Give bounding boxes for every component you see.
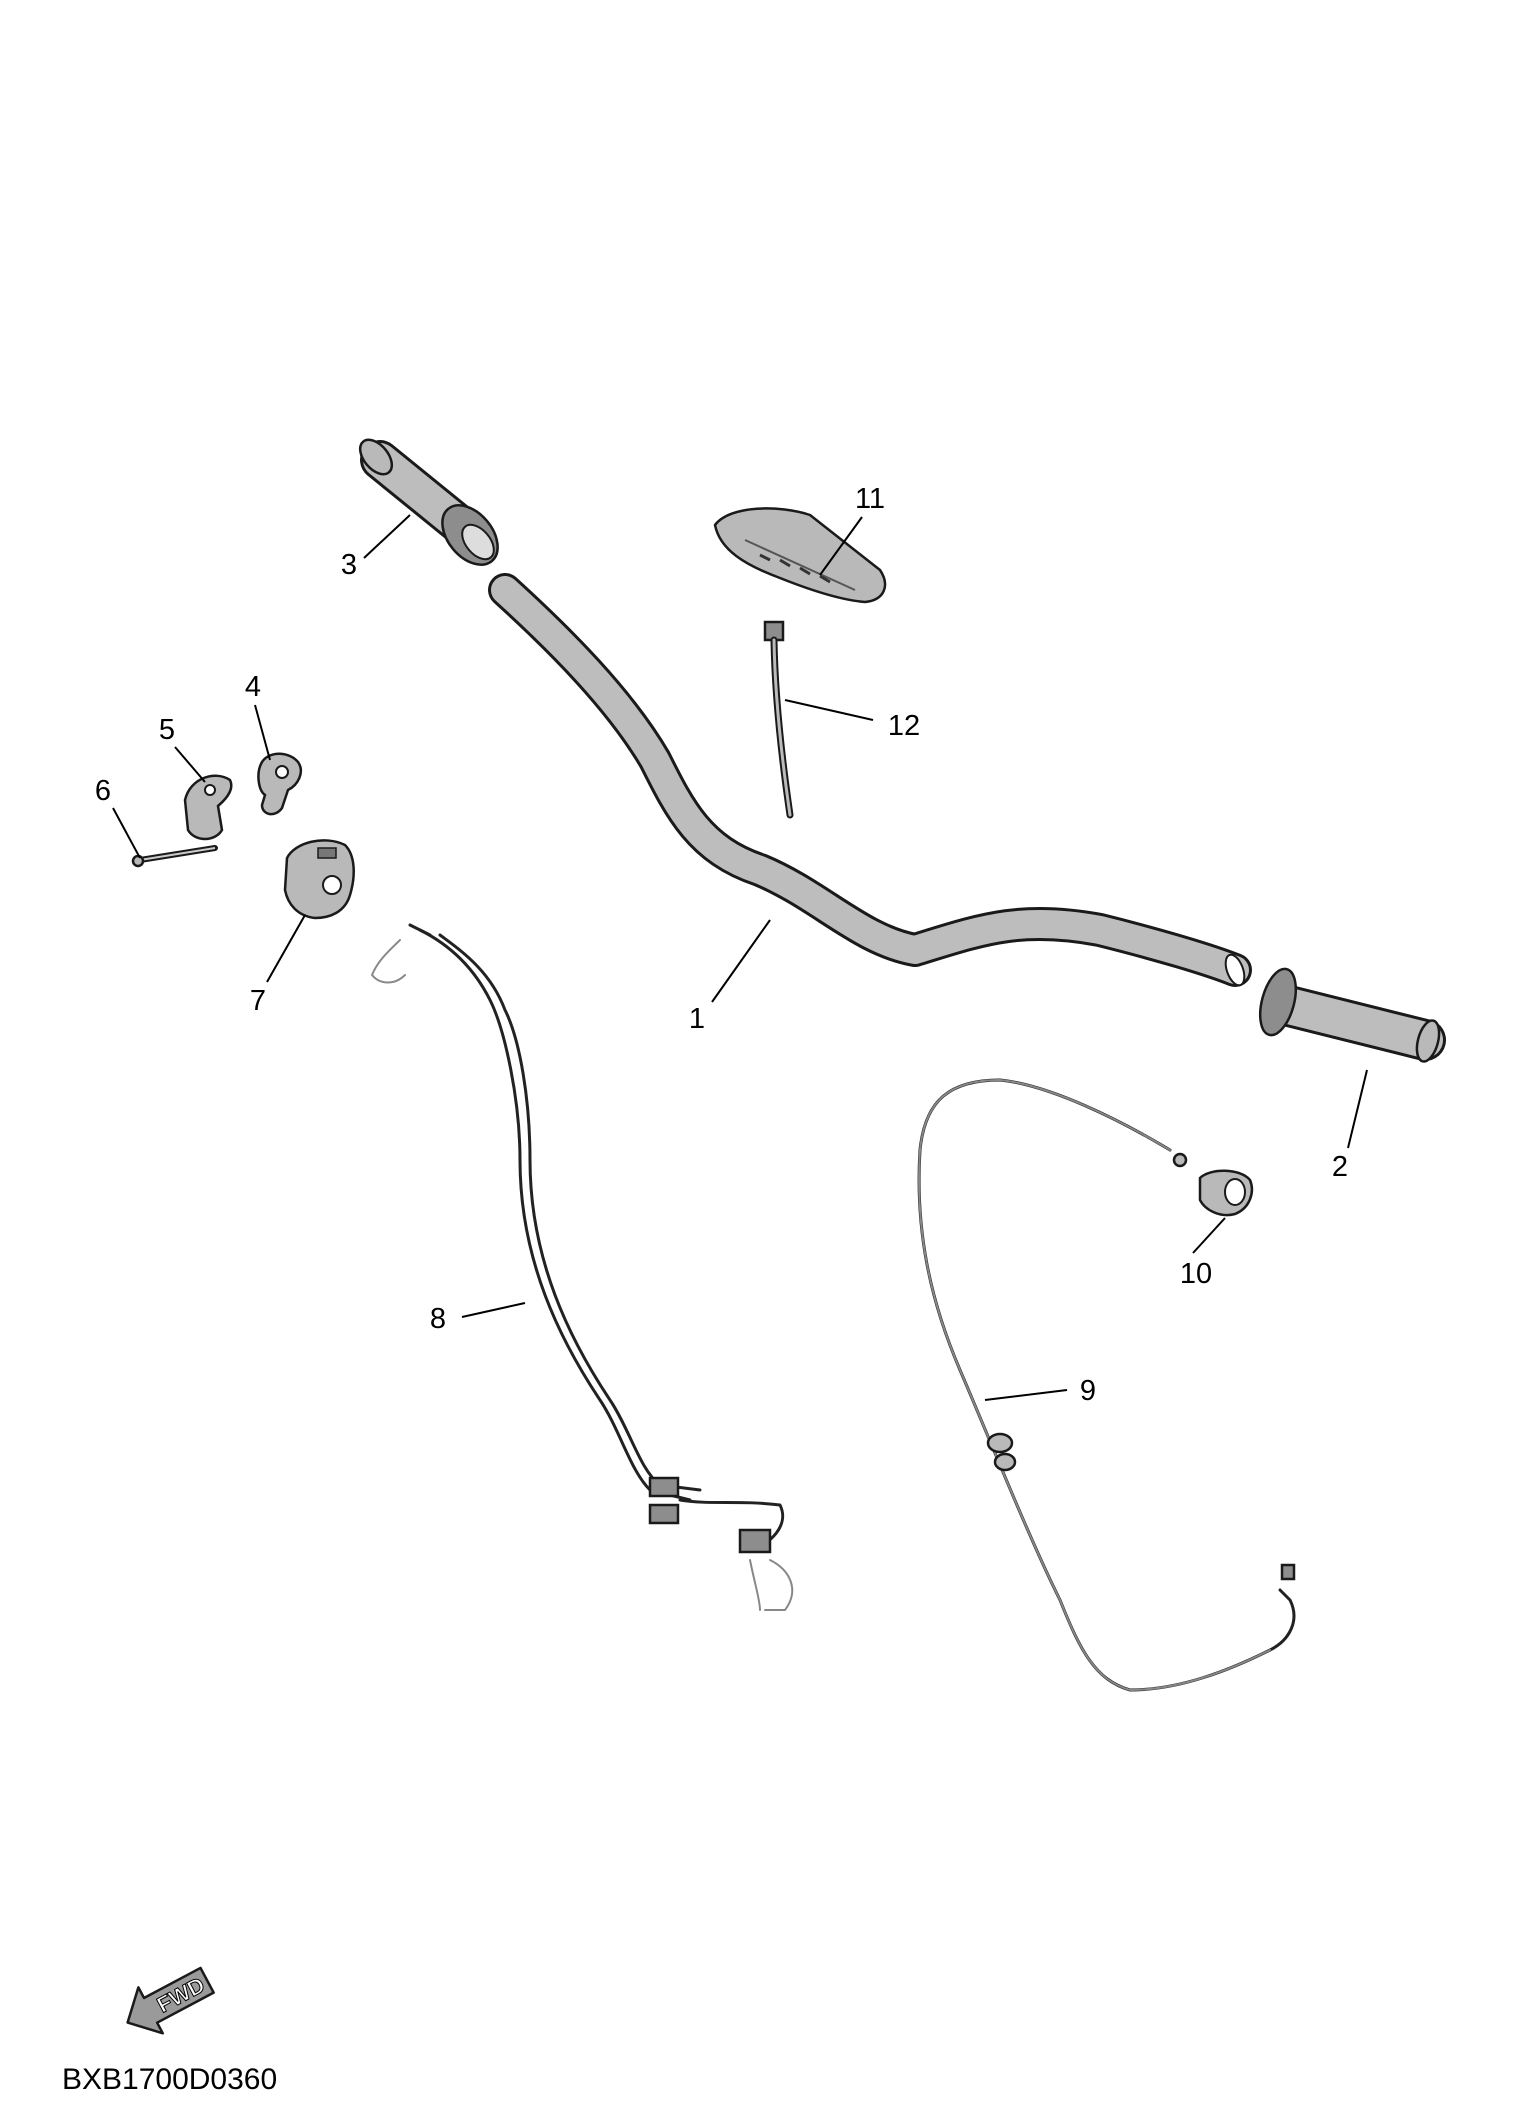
switch-part-7 [283, 839, 355, 920]
leader-lines [112, 514, 1368, 1401]
leader-11 [819, 516, 863, 576]
leader-7 [266, 914, 306, 983]
callout-9: 9 [1080, 1375, 1096, 1407]
cable-part-9 [917, 1078, 1296, 1692]
bracket-part-4 [257, 752, 303, 816]
callout-3: 3 [341, 549, 357, 581]
leader-8 [461, 1302, 526, 1318]
leader-3 [363, 514, 411, 559]
leader-6 [112, 807, 141, 859]
fwd-arrow-icon: FWD [126, 1966, 215, 2035]
callout-7: 7 [250, 985, 266, 1017]
callout-2: 2 [1332, 1151, 1348, 1183]
leader-10 [1192, 1217, 1226, 1254]
leader-9 [984, 1389, 1068, 1401]
leader-5 [174, 746, 206, 783]
leader-4 [254, 704, 271, 761]
diagram-code: BXB1700D0360 [62, 2063, 277, 2096]
left-grip-part-3 [358, 438, 499, 566]
callout-12: 12 [888, 710, 920, 742]
callout-1: 1 [689, 1003, 705, 1035]
leader-2 [1347, 1069, 1368, 1149]
callout-4: 4 [245, 671, 261, 703]
callout-10: 10 [1180, 1258, 1212, 1290]
callout-5: 5 [159, 714, 175, 746]
leader-12 [784, 699, 874, 721]
adjuster-part-10 [1198, 1169, 1254, 1217]
clamp-part-5 [183, 774, 233, 841]
callout-6: 6 [95, 775, 111, 807]
cable-tie-part-12 [763, 620, 794, 819]
screw-part-6 [131, 845, 218, 868]
right-grip-part-2 [1258, 967, 1446, 1063]
callout-8: 8 [430, 1303, 446, 1335]
handlebar-cover-part-11 [713, 507, 887, 604]
callout-11: 11 [855, 483, 885, 515]
callout-labels: 1 2 3 4 5 6 7 8 9 10 11 12 [95, 483, 1348, 1407]
wire-harness-part-8 [371, 923, 794, 1611]
leader-1 [711, 919, 771, 1003]
handlebar-part-1 [488, 573, 1252, 987]
